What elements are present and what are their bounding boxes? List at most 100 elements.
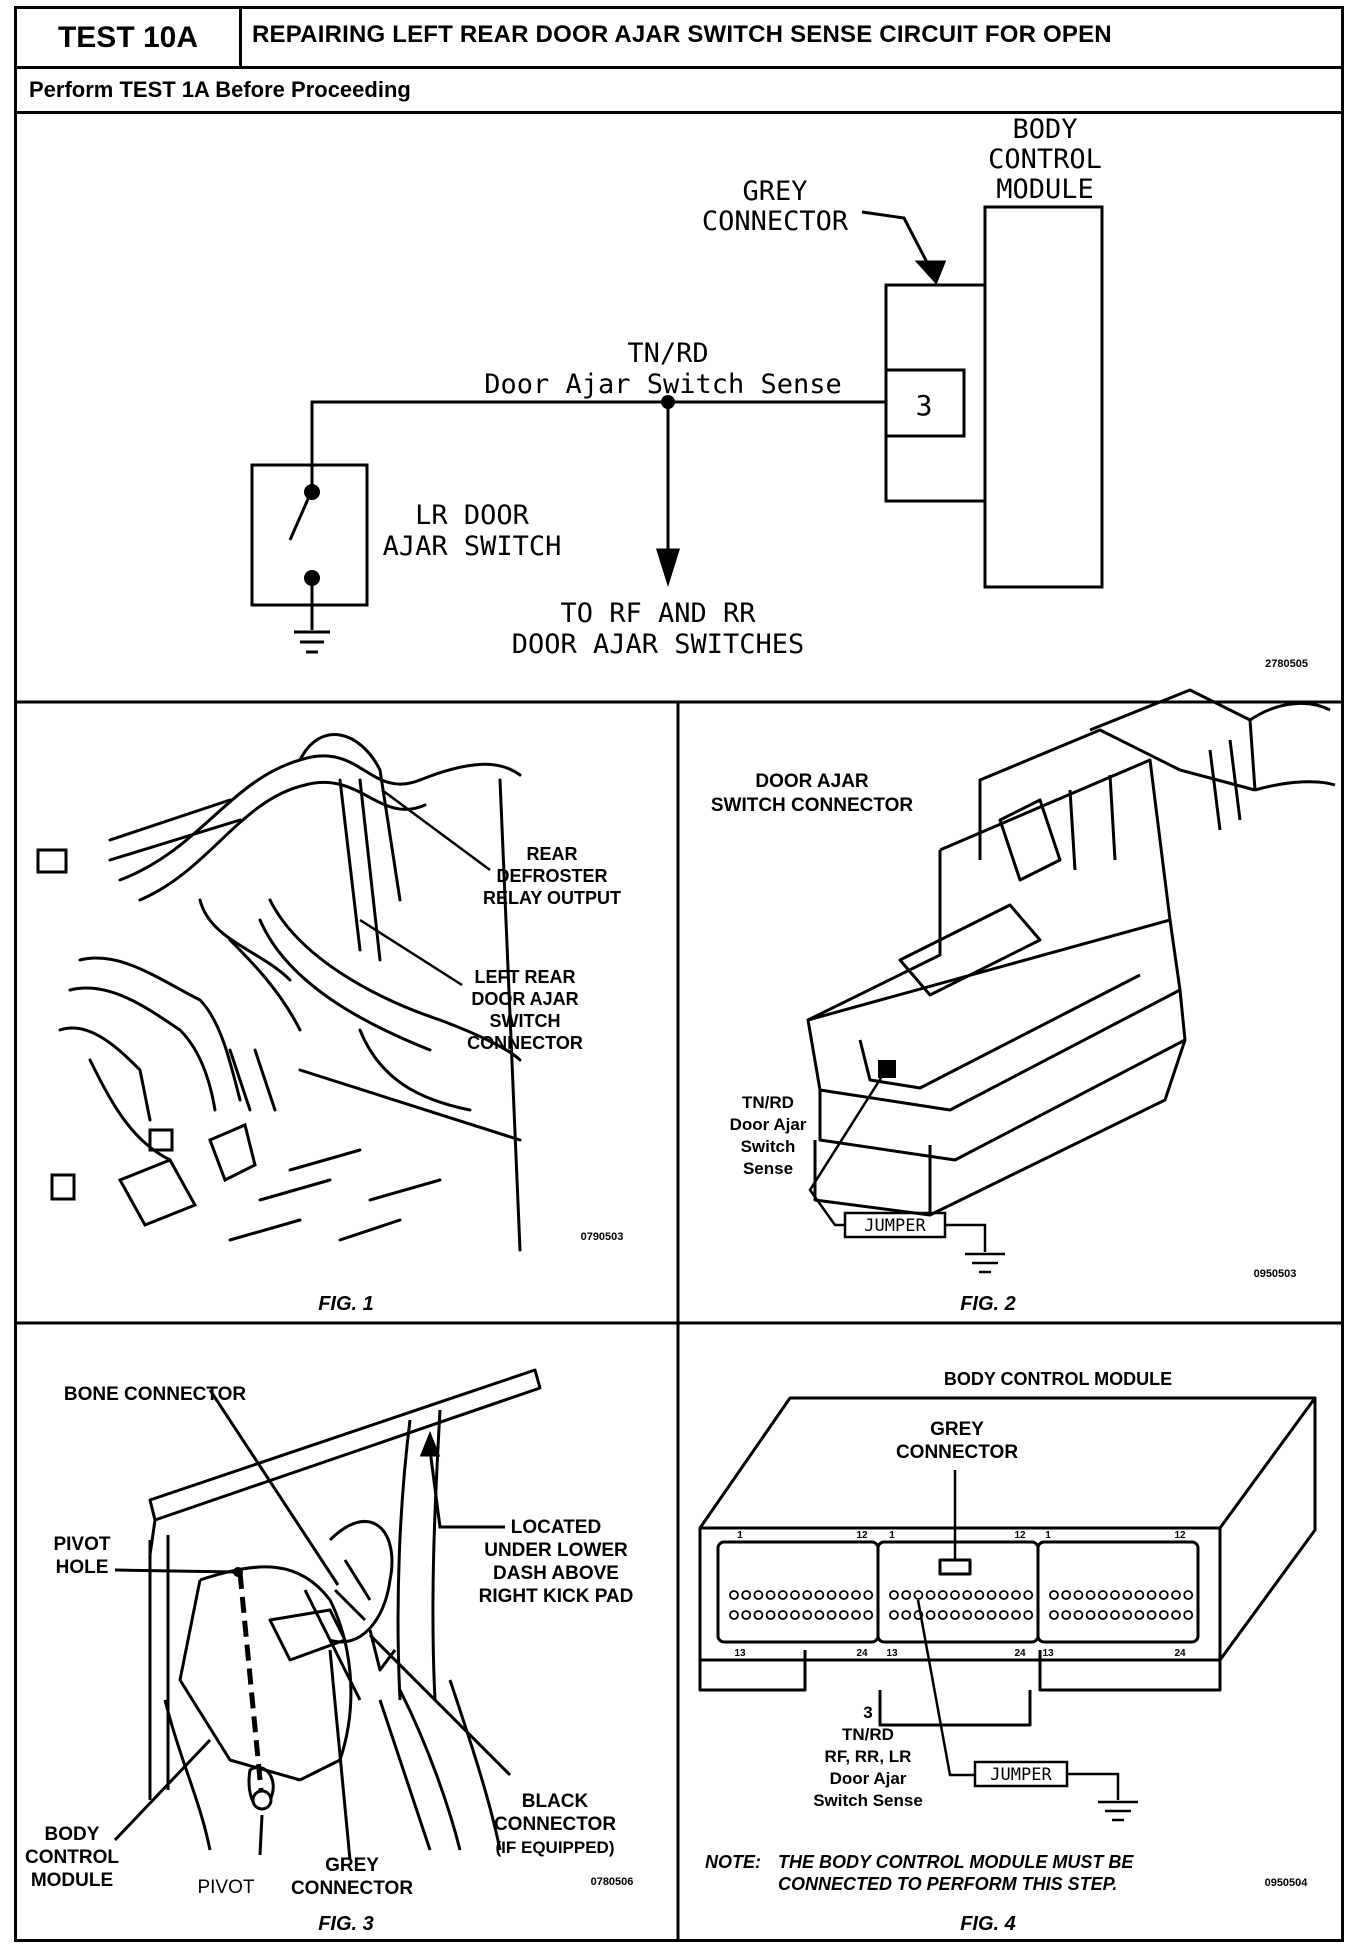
fig4-pin — [1049, 1590, 1059, 1600]
fig4-note-1: THE BODY CONTROL MODULE MUST BE — [778, 1852, 1134, 1872]
fig3-leader-black — [368, 1633, 512, 1777]
fig4-note-2: CONNECTED TO PERFORM THIS STEP. — [778, 1874, 1117, 1894]
fig4-pin — [889, 1590, 899, 1600]
fig4-pin-number: 1 — [1045, 1530, 1051, 1541]
fig3-caption: FIG. 3 — [318, 1913, 374, 1935]
test-title: REPAIRING LEFT REAR DOOR AJAR SWITCH SEN… — [252, 21, 1112, 48]
fig1-connector-1: LEFT REAR — [475, 967, 576, 987]
fig4-pin — [937, 1590, 948, 1600]
fig1-defroster-1: REAR — [526, 844, 577, 864]
fig4-pin — [950, 1610, 960, 1620]
fig2-wire-1: TN/RD — [742, 1093, 794, 1112]
fig4-pin — [765, 1610, 776, 1620]
fig4-pin — [802, 1610, 813, 1620]
fig4-pin — [838, 1610, 849, 1620]
wire-color: TN/RD — [627, 338, 708, 369]
fig4-pin — [777, 1610, 788, 1620]
fig3-black-2: CONNECTOR — [494, 1814, 616, 1835]
header-row: TEST 10A REPAIRING LEFT REAR DOOR AJAR S… — [17, 9, 1341, 69]
fig4-pin — [1023, 1590, 1034, 1600]
fig4-module-illustration — [698, 1396, 1317, 1727]
fig4-pin — [1122, 1610, 1133, 1620]
sense-wire — [310, 400, 886, 490]
wire-name: Door Ajar Switch Sense — [484, 369, 842, 400]
fig4-ref: 0950504 — [1265, 1877, 1309, 1889]
fig4-pin — [790, 1590, 800, 1600]
fig4-wire-5: Switch Sense — [813, 1791, 923, 1810]
schematic — [250, 205, 1104, 654]
fig4-pin-number: 12 — [1014, 1530, 1026, 1541]
fig3-leader-grey — [328, 1649, 352, 1861]
fig3-pivot-hole-2: HOLE — [56, 1557, 109, 1578]
bcm-box — [983, 205, 1104, 589]
fig4-pin — [1134, 1610, 1145, 1620]
fig4-pin-number: 12 — [1174, 1530, 1186, 1541]
fig4-pin — [826, 1610, 837, 1620]
fig3-grey-1: GREY — [325, 1855, 379, 1876]
fig4-pin — [1073, 1590, 1084, 1600]
fig4-pin — [863, 1590, 874, 1600]
fig4-pin — [1011, 1590, 1021, 1600]
switch-terminal-top — [304, 484, 320, 500]
fig4-pin — [729, 1590, 739, 1600]
fig4-pin — [901, 1610, 912, 1620]
fig4-pin — [814, 1590, 825, 1600]
fig4-pin — [901, 1590, 912, 1600]
fig4-pin — [765, 1590, 776, 1600]
fig3-black-3: (IF EQUIPPED) — [495, 1838, 614, 1857]
fig4-note-label: NOTE: — [705, 1852, 761, 1872]
fig3-located-1: LOCATED — [511, 1517, 601, 1538]
fig4-pin — [802, 1590, 813, 1600]
fig1-defroster-3: RELAY OUTPUT — [483, 888, 621, 908]
fig2-title-2: SWITCH CONNECTOR — [711, 795, 914, 816]
fig4-pin — [937, 1610, 948, 1620]
fig4-pin — [777, 1590, 788, 1600]
fig1-illustration — [36, 733, 522, 1252]
fig1-leader-connector — [359, 918, 463, 987]
branch-label-1: TO RF AND RR — [560, 598, 756, 629]
fig3-bone-connector: BONE CONNECTOR — [64, 1384, 247, 1405]
branch-label-2: DOOR AJAR SWITCHES — [512, 629, 805, 660]
fig4-pin — [1073, 1610, 1084, 1620]
fig4-pin-number: 1 — [737, 1530, 743, 1541]
fig2-jumper-label: JUMPER — [864, 1216, 926, 1236]
fig4-pin — [962, 1610, 973, 1620]
fig4-pin-number: 1 — [889, 1530, 895, 1541]
fig4-wire-4: Door Ajar — [830, 1769, 907, 1788]
grey-connector-label-2: CONNECTOR — [702, 206, 849, 237]
fig4-pin — [998, 1610, 1009, 1620]
bcm-label-2: CONTROL — [988, 144, 1102, 175]
fig4-pin — [1061, 1610, 1072, 1620]
fig4-pin — [1171, 1590, 1181, 1600]
grey-connector-box — [884, 283, 987, 503]
fig4-pin — [925, 1590, 936, 1600]
fig4-ground-wire — [1067, 1772, 1120, 1800]
pin-number: 3 — [916, 389, 933, 422]
prerequisite-text: Perform TEST 1A Before Proceeding — [29, 77, 411, 102]
fig4-pin-number: 13 — [1042, 1648, 1054, 1659]
fig4-pin — [1110, 1610, 1120, 1620]
fig3-leader-bcm — [113, 1738, 212, 1842]
fig4-pin — [1183, 1610, 1194, 1620]
fig2-wire-2: Door Ajar — [730, 1115, 807, 1134]
fig1-caption: FIG. 1 — [318, 1293, 374, 1315]
fig4-wire — [916, 1599, 975, 1777]
fig4-pin — [1023, 1610, 1034, 1620]
fig4-pin — [1146, 1610, 1157, 1620]
fig1-ref: 0790503 — [581, 1231, 624, 1243]
fig3-located-3: DASH ABOVE — [493, 1563, 619, 1584]
fig4-pin — [1110, 1590, 1120, 1600]
fig4-pin — [814, 1610, 825, 1620]
fig3-pivot-line — [237, 1572, 265, 1801]
fig4-pin — [1134, 1590, 1145, 1600]
bcm-label-1: BODY — [1012, 114, 1077, 145]
fig4-pin — [826, 1590, 837, 1600]
fig3-leader-bone — [208, 1389, 340, 1586]
fig4-pin — [986, 1610, 997, 1620]
fig4-title: BODY CONTROL MODULE — [944, 1369, 1172, 1389]
fig4-pin — [1049, 1610, 1059, 1620]
fig4-pin — [913, 1590, 924, 1600]
fig4-wire-1: 3 — [863, 1703, 872, 1722]
fig4-pin — [851, 1610, 861, 1620]
